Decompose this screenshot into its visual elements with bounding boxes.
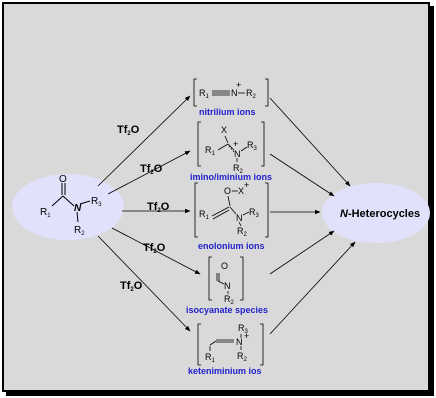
arrow-keteniminium-product xyxy=(269,241,356,335)
svg-text:R2: R2 xyxy=(237,351,248,363)
enolonium-structure: O X + R1 N R3 R2 enolonium ions xyxy=(194,180,269,251)
product-ellipse xyxy=(322,183,430,243)
reagent-label-1: Tf2O xyxy=(117,124,140,137)
svg-text:R2: R2 xyxy=(246,88,257,100)
reagent-label-3: Tf2O xyxy=(147,201,170,214)
svg-text:N: N xyxy=(234,149,241,159)
arrow-to-nitrilium xyxy=(97,95,191,187)
svg-text:R1: R1 xyxy=(205,145,216,157)
arrow-nitrilium-product xyxy=(269,97,351,187)
nitrilium-structure: R1 N + R2 nitrilium ions xyxy=(193,78,269,117)
svg-text:R1: R1 xyxy=(199,209,210,221)
svg-text:+: + xyxy=(236,80,241,90)
arrow-isocyanate-product xyxy=(269,230,335,275)
amide-ellipse xyxy=(12,174,124,240)
amide-nitrogen: N xyxy=(74,203,82,214)
arrow-to-keteniminium xyxy=(97,235,191,332)
svg-text:R2: R2 xyxy=(237,226,248,238)
carbonyl-oxygen: O xyxy=(59,174,67,185)
svg-text:R3: R3 xyxy=(249,207,260,219)
product-label: N-Heterocycles xyxy=(340,208,420,220)
r3-group: R3 xyxy=(91,196,102,208)
reagent-label-5: Tf2O xyxy=(120,280,143,293)
svg-text:N: N xyxy=(236,213,243,223)
isocyanate-structure: O N R2 isocyanate species xyxy=(186,256,268,315)
svg-text:O: O xyxy=(224,186,231,196)
svg-text:O: O xyxy=(221,261,228,271)
arrow-to-isocyanate xyxy=(111,227,201,275)
svg-text:+: + xyxy=(233,139,238,149)
keteniminium-structure: R3 N + R1 R2 keteniminium ios xyxy=(188,323,264,376)
r1-group: R1 xyxy=(40,207,51,219)
label-iminium: imino/iminium ions xyxy=(190,172,272,182)
label-isocyanate: isocyanate species xyxy=(186,305,268,315)
label-nitrilium: nitrilium ions xyxy=(199,107,256,117)
svg-text:N: N xyxy=(224,281,231,291)
reagent-label-4: Tf2O xyxy=(143,242,166,255)
svg-text:R3: R3 xyxy=(238,323,249,335)
reagent-label-2: Tf2O xyxy=(140,163,163,176)
amide-structure: O R1 N R3 R2 xyxy=(40,174,102,237)
svg-text:R1: R1 xyxy=(205,352,216,364)
svg-text:R1: R1 xyxy=(199,88,210,100)
svg-text:N: N xyxy=(231,88,238,98)
arrow-iminium-product xyxy=(269,153,335,197)
r2-group: R2 xyxy=(74,225,85,237)
arrow-to-iminium xyxy=(107,150,191,195)
svg-text:X: X xyxy=(238,186,244,196)
iminium-structure: X R1 N + R3 R2 imino/iminium ions xyxy=(190,121,272,182)
label-keteniminium: keteniminium ios xyxy=(188,366,262,376)
label-enolonium: enolonium ions xyxy=(198,241,265,251)
svg-text:+: + xyxy=(244,180,249,190)
svg-text:+: + xyxy=(244,331,249,341)
svg-text:X: X xyxy=(221,125,227,135)
svg-text:R3: R3 xyxy=(247,140,258,152)
svg-text:R2: R2 xyxy=(224,294,235,306)
svg-text:R2: R2 xyxy=(233,163,244,175)
svg-text:N: N xyxy=(236,337,243,347)
